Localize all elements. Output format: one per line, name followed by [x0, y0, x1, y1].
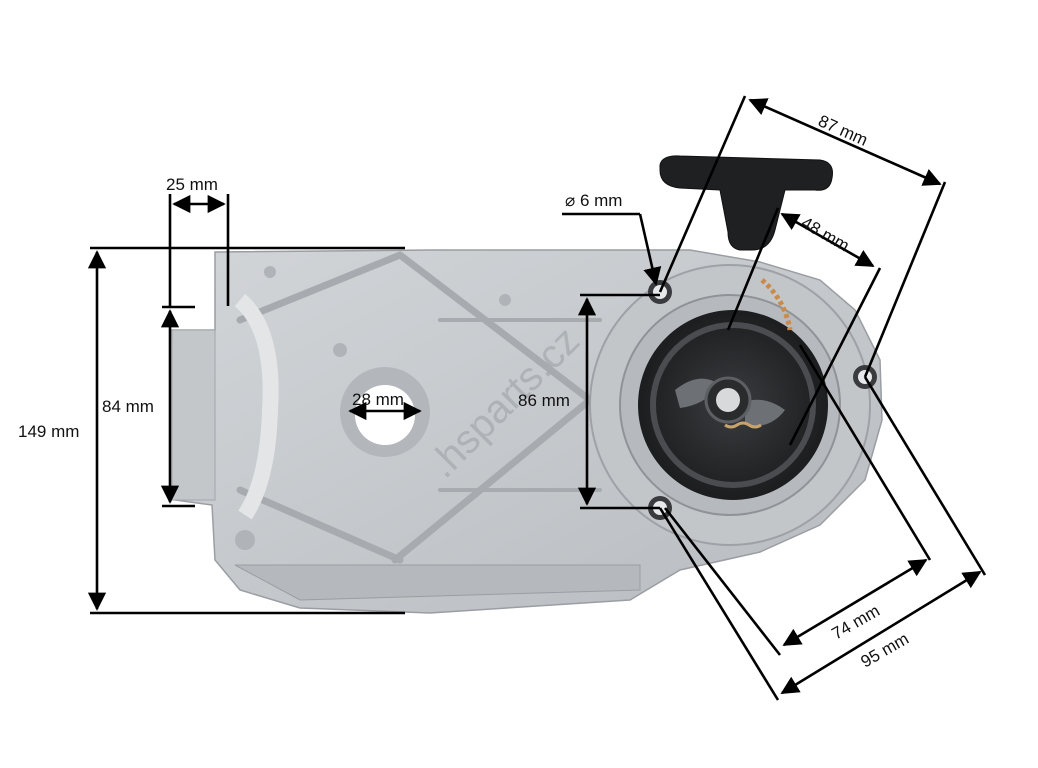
label-bolt-spacing-vertical: 86 mm [518, 391, 570, 410]
label-center-hole: 28 mm [352, 390, 404, 409]
starter-rope [760, 278, 793, 331]
label-width-top: 87 mm [815, 111, 870, 149]
pulley-pawl-left [675, 378, 720, 408]
housing-bottom-rail [234, 564, 641, 601]
starter-cover [589, 264, 871, 546]
pulley-ring [650, 322, 816, 488]
handle-grip [659, 155, 833, 251]
starter-handle [659, 155, 833, 251]
pulley-spring [724, 421, 762, 429]
label-left-height: 84 mm [102, 397, 154, 416]
housing-channel [234, 293, 279, 520]
housing-ribs [236, 251, 602, 564]
housing-left-slot [171, 329, 216, 501]
label-total-height: 149 mm [18, 422, 79, 441]
pulley-center-bolt [716, 388, 740, 412]
label-handle-offset: 48 mm [798, 213, 853, 255]
pulley-pawl-right [745, 399, 785, 426]
label-bolt-95: 95 mm [858, 629, 913, 671]
label-top-slot-width: 25 mm [166, 175, 218, 194]
dimension-lines [87, 95, 987, 701]
label-mount-hole: ⌀ 6 mm [565, 191, 622, 210]
